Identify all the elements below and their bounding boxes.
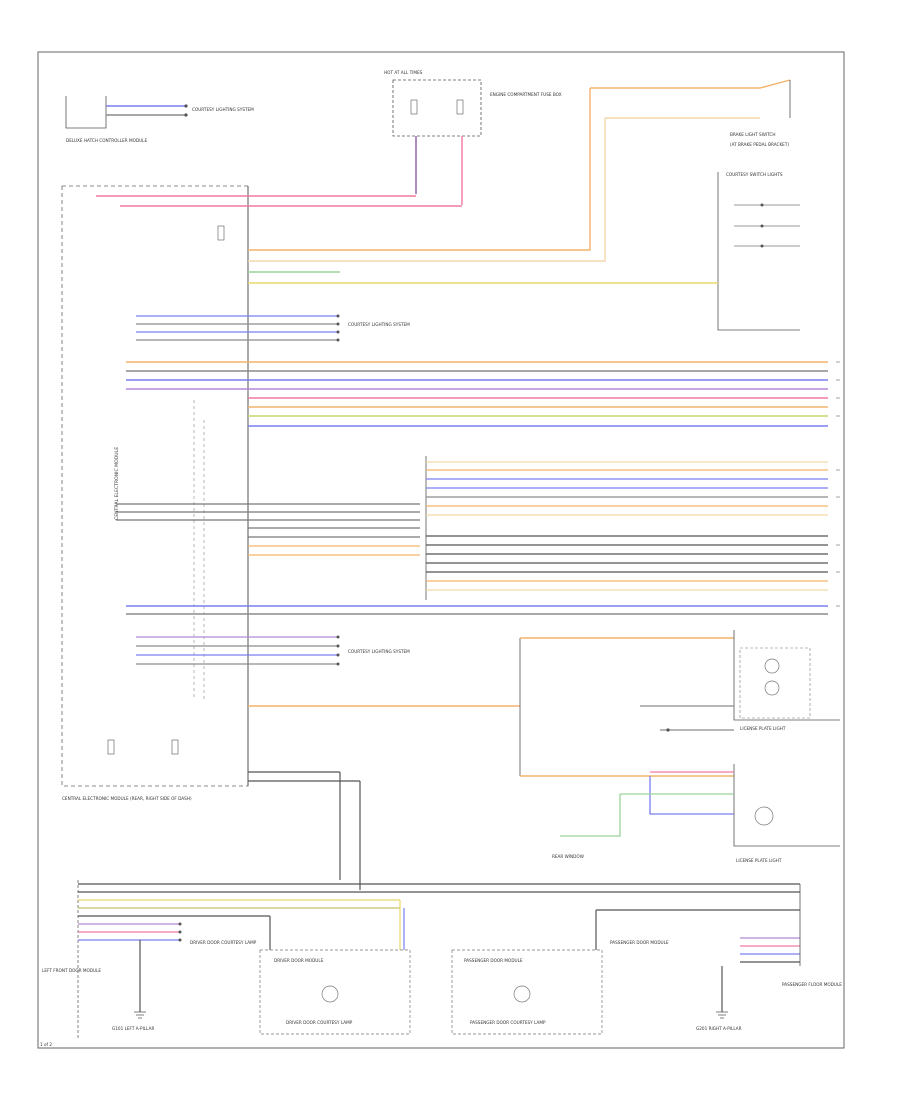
diagram-border bbox=[37, 51, 845, 1049]
fuse-box: HOT AT ALL TIMES ENGINE COMPARTMENT FUSE… bbox=[384, 70, 562, 205]
rear-window-label: REAR WINDOW bbox=[552, 854, 584, 859]
passenger-door-module-label: PASSENGER DOOR MODULE bbox=[610, 940, 669, 945]
fuse-icon bbox=[107, 739, 115, 755]
courtesy-switches-label: COURTESY SWITCH LIGHTS bbox=[726, 172, 783, 177]
central-module: CENTRAL ELECTRONIC MODULE CENTRAL ELECTR… bbox=[61, 185, 249, 801]
fuse-icon bbox=[456, 99, 464, 115]
central-module-location: CENTRAL ELECTRONIC MODULE (REAR, RIGHT S… bbox=[62, 796, 192, 801]
lamp-icon bbox=[754, 806, 774, 826]
ground-right: G201 RIGHT A-PILLAR bbox=[696, 966, 742, 1031]
courtesy-switch-lights: COURTESY SWITCH LIGHTS bbox=[717, 172, 800, 331]
fuse-icon bbox=[217, 225, 225, 241]
license-light-label-1: LICENSE PLATE LIGHT bbox=[740, 726, 786, 731]
courtesy-label-1: COURTESY LIGHTING SYSTEM bbox=[348, 322, 410, 327]
courtesy-label-2: COURTESY LIGHTING SYSTEM bbox=[348, 649, 410, 654]
ground-left-label: G101 LEFT A-PILLAR bbox=[112, 1026, 154, 1031]
hatch-controller: DELUXE HATCH CONTROLLER MODULE COURTESY … bbox=[65, 96, 254, 143]
license-light-label-2: LICENSE PLATE LIGHT bbox=[736, 858, 782, 863]
courtesy-stubs-1: COURTESY LIGHTING SYSTEM bbox=[136, 314, 410, 342]
passenger-door-label: PASSENGER DOOR MODULE bbox=[464, 958, 523, 963]
driver-door-label: DRIVER DOOR MODULE bbox=[274, 958, 324, 963]
ground-right-label: G201 RIGHT A-PILLAR bbox=[696, 1026, 742, 1031]
page-number: 1 of 2 bbox=[40, 1042, 52, 1047]
brake-switch: BRAKE LIGHT SWITCH (AT BRAKE PEDAL BRACK… bbox=[590, 79, 791, 147]
lamp-icon bbox=[321, 985, 339, 1003]
fuse-icon bbox=[171, 739, 179, 755]
passenger-floor-label: PASSENGER FLOOR MODULE bbox=[782, 982, 842, 987]
hot-at-all-times-label: HOT AT ALL TIMES bbox=[384, 70, 423, 75]
driver-door-switch-label: DRIVER DOOR COURTESY LAMP bbox=[190, 940, 257, 945]
bottom-bundle bbox=[77, 880, 801, 1040]
bus-wires-middle bbox=[425, 456, 828, 600]
hatch-controller-label: DELUXE HATCH CONTROLLER MODULE bbox=[66, 138, 148, 143]
courtesy-stubs-2: COURTESY LIGHTING SYSTEM bbox=[136, 635, 410, 666]
left-door-module-label: LEFT FRONT DOOR MODULE bbox=[42, 968, 101, 973]
passenger-door-lamp-label: PASSENGER DOOR COURTESY LAMP bbox=[470, 1020, 546, 1025]
ground-left: G101 LEFT A-PILLAR bbox=[112, 940, 154, 1031]
bus-wires-upper bbox=[126, 361, 828, 427]
brake-switch-label: BRAKE LIGHT SWITCH bbox=[730, 132, 775, 137]
driver-door: DRIVER DOOR MODULE DRIVER DOOR COURTESY … bbox=[190, 940, 411, 1035]
license-plate-lights: LICENSE PLATE LIGHT LICENSE PLATE LIGHT … bbox=[248, 630, 840, 863]
brake-switch-location: (AT BRAKE PEDAL BRACKET) bbox=[730, 142, 789, 147]
passenger-door: PASSENGER DOOR MODULE PASSENGER DOOR COU… bbox=[451, 940, 669, 1035]
bus-wires-left-mid bbox=[116, 503, 420, 556]
driver-door-lamp-label: DRIVER DOOR COURTESY LAMP bbox=[286, 1020, 353, 1025]
lamp-icon bbox=[764, 658, 780, 674]
fuse-box-label: ENGINE COMPARTMENT FUSE BOX bbox=[490, 92, 562, 97]
edge-connectors bbox=[836, 361, 840, 607]
central-module-label: CENTRAL ELECTRONIC MODULE bbox=[114, 447, 120, 520]
fuse-icon bbox=[410, 99, 418, 115]
hatch-to-system-label: COURTESY LIGHTING SYSTEM bbox=[192, 107, 254, 112]
lamp-icon bbox=[513, 985, 531, 1003]
lamp-icon bbox=[764, 680, 780, 696]
